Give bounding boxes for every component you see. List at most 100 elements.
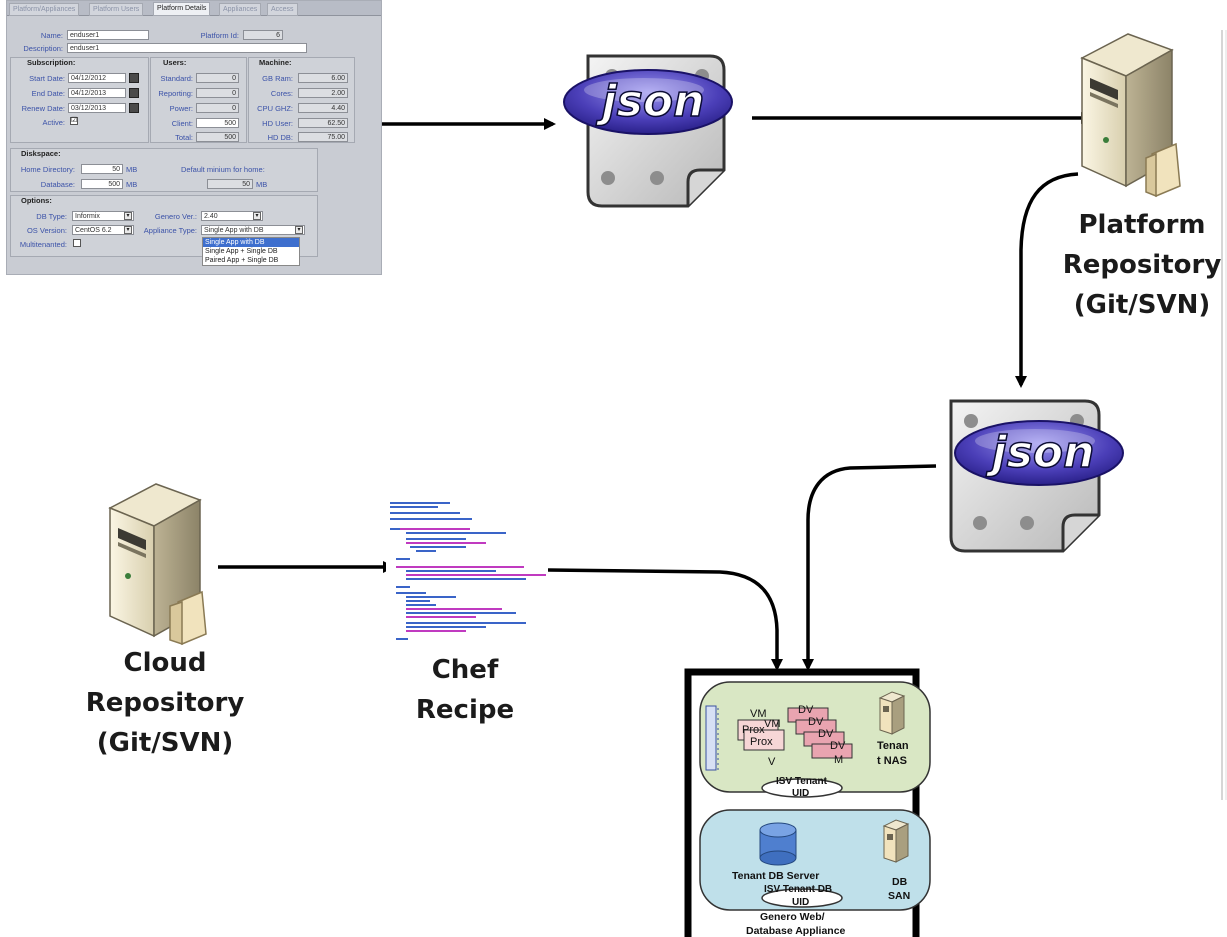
- json-label: json: [986, 427, 1095, 478]
- tab-platform-users[interactable]: Platform Users: [89, 3, 144, 16]
- multitenanted-label: Multitenanted:: [19, 240, 67, 249]
- client-label: Client:: [171, 119, 193, 128]
- tenant-nas-label: Tenan: [877, 740, 909, 752]
- machine-group: [248, 57, 355, 143]
- ram-field: 6.00: [298, 73, 348, 83]
- isv-tenant-db-uid-label: UID: [792, 897, 810, 908]
- os-version-select[interactable]: CentOS 6.2: [72, 225, 134, 235]
- users-group: [150, 57, 247, 143]
- chevron-down-icon[interactable]: ▾: [124, 212, 132, 220]
- diskspace-group: [10, 148, 318, 192]
- options-header: Options:: [21, 196, 52, 205]
- platform-repository-label: Platform Repository (Git/SVN): [1062, 205, 1222, 325]
- dv-label: DV: [808, 716, 824, 728]
- users-header: Users:: [163, 58, 187, 67]
- database-field[interactable]: 500: [81, 179, 123, 189]
- appliance-footer-label: Database Appliance: [746, 925, 846, 937]
- label-line: Cloud: [123, 648, 207, 678]
- label-line: Chef: [431, 655, 499, 685]
- dv-label: DV: [798, 704, 814, 716]
- power-field: 0: [196, 103, 239, 113]
- appliance-type-dropdown-list: Single App with DB Single App + Single D…: [202, 237, 300, 266]
- label-line: Repository: [1062, 250, 1222, 280]
- name-field[interactable]: enduser1: [67, 30, 149, 40]
- dropdown-option[interactable]: Single App with DB: [203, 238, 299, 247]
- renew-date-label: Renew Date:: [21, 104, 65, 113]
- client-field[interactable]: 500: [196, 118, 239, 128]
- power-label: Power:: [169, 104, 193, 113]
- description-field[interactable]: enduser1: [67, 43, 307, 53]
- db-san-label: DB: [892, 876, 908, 888]
- platform-repository-server-icon: [1076, 28, 1186, 200]
- label-line: (Git/SVN): [96, 728, 234, 758]
- name-label: Name:: [40, 31, 63, 40]
- label-line: Platform: [1078, 210, 1206, 240]
- genero-version-select[interactable]: 2.40: [201, 211, 263, 221]
- tenant-db-server-label: Tenant DB Server: [732, 870, 820, 882]
- end-date-field[interactable]: 04/12/2013: [68, 88, 126, 98]
- chevron-down-icon[interactable]: ▾: [253, 212, 261, 220]
- prox-label: Prox: [750, 736, 773, 748]
- total-field: 500: [196, 132, 239, 142]
- dropdown-option[interactable]: Paired App + Single DB: [205, 257, 279, 264]
- calendar-icon[interactable]: [129, 73, 139, 83]
- start-date-field[interactable]: 04/12/2012: [68, 73, 126, 83]
- tab-appliances[interactable]: Appliances: [219, 3, 262, 16]
- platform-details-form: Platform/Appliances Platform Users Platf…: [6, 0, 382, 275]
- label-line: Repository: [85, 688, 245, 718]
- hd-user-label: HD User:: [262, 119, 293, 128]
- appliance-type-label: Appliance Type:: [143, 226, 197, 235]
- chevron-down-icon[interactable]: ▾: [295, 226, 303, 234]
- chef-recipe-code-thumbnail: [386, 498, 548, 648]
- calendar-icon[interactable]: [129, 103, 139, 113]
- machine-header: Machine:: [259, 58, 292, 67]
- os-version-label: OS Version:: [26, 226, 67, 235]
- v-label: V: [768, 756, 776, 768]
- subscription-group: [10, 57, 149, 143]
- chevron-down-icon[interactable]: ▾: [124, 226, 132, 234]
- subscription-header: Subscription:: [27, 58, 76, 67]
- genero-version-label: Genero Ver.:: [154, 212, 197, 221]
- appliance-type-select[interactable]: Single App with DB: [201, 225, 305, 235]
- cpu-label: CPU GHZ:: [257, 104, 293, 113]
- total-label: Total:: [175, 133, 193, 142]
- cpu-field: 4.40: [298, 103, 348, 113]
- home-directory-field[interactable]: 50: [81, 164, 123, 174]
- calendar-icon[interactable]: [129, 88, 139, 98]
- arrow-json-to-appliance: [802, 464, 937, 671]
- prox-label: Prox: [742, 724, 765, 736]
- arrow-platform-repo-to-json: [1015, 172, 1079, 388]
- cloud-repository-label: Cloud Repository (Git/SVN): [80, 643, 250, 763]
- isv-tenant-uid-label: ISV Tenant: [776, 776, 827, 787]
- active-checkbox[interactable]: ☑: [70, 117, 78, 125]
- ram-label: GB Ram:: [262, 74, 293, 83]
- arrow-chef-to-appliance: [547, 568, 783, 671]
- json-document-icon: json: [560, 50, 733, 210]
- genero-web-database-appliance: VM Prox VM Prox V DV DV DV DV M Tenan t …: [680, 666, 940, 937]
- default-unit: MB: [256, 180, 268, 189]
- db-type-select[interactable]: Informix: [72, 211, 134, 221]
- tab-platform-details[interactable]: Platform Details: [153, 2, 211, 16]
- hd-db-field: 75.00: [298, 132, 348, 142]
- platform-id-field: 6: [243, 30, 283, 40]
- tab-access[interactable]: Access: [267, 3, 298, 16]
- tab-platform-appliances[interactable]: Platform/Appliances: [9, 3, 80, 16]
- dropdown-option[interactable]: Single App + Single DB: [205, 248, 278, 255]
- renew-date-field[interactable]: 03/12/2013: [68, 103, 126, 113]
- json-label: json: [596, 76, 705, 127]
- db-san-label: SAN: [888, 890, 911, 902]
- tenant-nas-label: t NAS: [877, 755, 907, 767]
- home-unit: MB: [126, 165, 138, 174]
- tab-bar: Platform/Appliances Platform Users Platf…: [7, 1, 381, 16]
- standard-label: Standard:: [160, 74, 193, 83]
- chef-recipe-label: Chef Recipe: [405, 650, 525, 730]
- label-line: Recipe: [415, 695, 515, 725]
- vm-label: VM: [764, 718, 781, 730]
- multitenanted-checkbox[interactable]: [73, 239, 81, 247]
- isv-tenant-uid-label: UID: [792, 788, 810, 799]
- json-document-icon: json: [935, 395, 1124, 555]
- dv-label: DV: [830, 740, 846, 752]
- dv-label: DV: [818, 728, 834, 740]
- cores-field: 2.00: [298, 88, 348, 98]
